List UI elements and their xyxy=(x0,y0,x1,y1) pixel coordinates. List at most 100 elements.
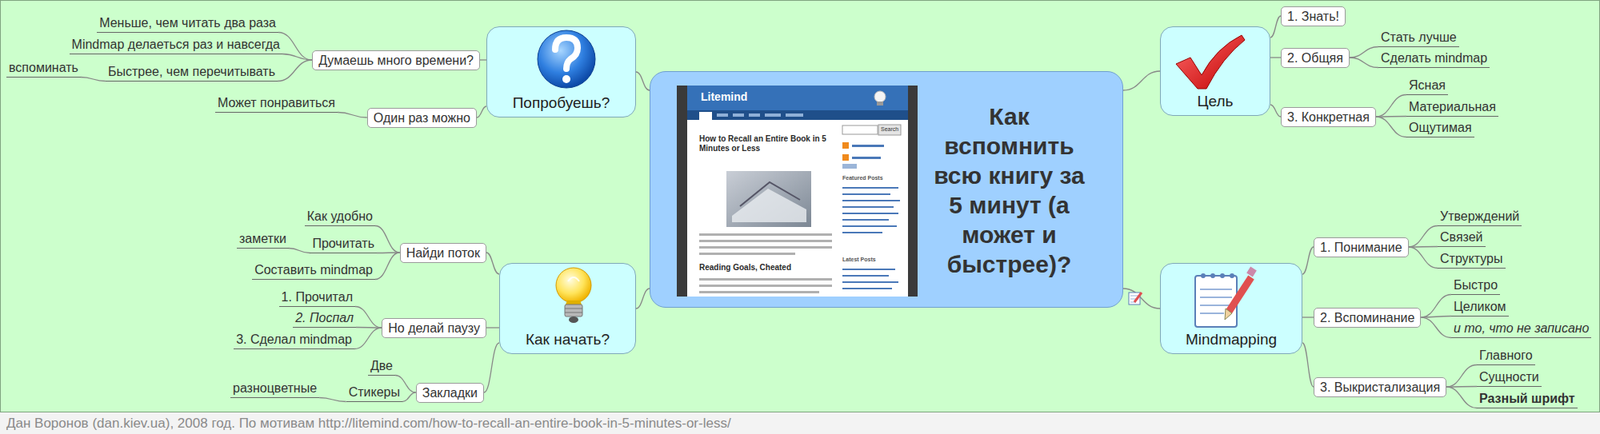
branch-connector xyxy=(636,72,650,91)
leaf-label: Как удобно xyxy=(307,208,373,224)
subtopic-label: 1. Понимание xyxy=(1320,240,1403,256)
branch-connector xyxy=(282,54,312,61)
branch-connector xyxy=(288,248,311,254)
subtopic-box: Найди поток xyxy=(400,243,487,264)
leaf-label: Ощутимая xyxy=(1408,120,1472,136)
branch-connector xyxy=(402,392,416,403)
leaf-label: 3. Сделал mindmap xyxy=(236,332,352,348)
leaf-label: Быстро xyxy=(1453,277,1498,293)
leaf-label: 1. Прочитал xyxy=(281,289,353,305)
leaf-topic: Стать лучше xyxy=(1378,29,1460,48)
branch-connector xyxy=(80,77,106,82)
leaf-label: Утверждений xyxy=(1440,208,1520,224)
branch-topic: Попробуешь? xyxy=(486,26,636,118)
leaf-topic: Быстро xyxy=(1451,277,1500,296)
leaf-topic: Как удобно xyxy=(304,208,376,227)
leaf-topic: Утверждений xyxy=(1437,208,1522,227)
leaf-label: Две xyxy=(370,358,393,374)
leaf-topic: Меньше, чем читать два раза xyxy=(96,15,279,33)
branch-connector xyxy=(278,32,312,61)
leaf-label: Целиком xyxy=(1453,299,1507,315)
sidebar-heading: Featured Posts xyxy=(842,175,884,182)
branch-connector xyxy=(1349,47,1379,59)
bulb-icon xyxy=(556,268,592,324)
leaf-label: Разный шрифт xyxy=(1479,391,1576,407)
branch-connector xyxy=(1408,247,1438,269)
branch-connector xyxy=(337,112,368,119)
branch-connector xyxy=(355,307,382,329)
branch-connector xyxy=(375,226,400,254)
branch-connector xyxy=(480,59,487,60)
branch-connector xyxy=(1376,95,1407,118)
subtopic-label: Думаешь много времени? xyxy=(318,52,474,68)
subtopic-box: 2. Общяя xyxy=(1280,48,1350,68)
branch-label: Как начать? xyxy=(500,331,636,349)
webpage-screenshot xyxy=(676,85,918,297)
leaf-label: вспоминать xyxy=(8,60,79,76)
search-button: Search xyxy=(880,126,899,133)
leaf-topic: Быстрее, чем перечитывать xyxy=(105,64,278,82)
leaf-topic: Материальная xyxy=(1406,99,1499,117)
branch-connector xyxy=(484,343,500,393)
subtopic-label: 3. Конкретная xyxy=(1287,109,1370,125)
leaf-label: Стикеры xyxy=(348,384,400,400)
branch-connector xyxy=(1420,295,1452,319)
branch-connector xyxy=(277,60,312,82)
branch-connector xyxy=(1420,317,1452,339)
branch-connector xyxy=(1302,247,1314,275)
leaf-topic: Сделать mindmap xyxy=(1378,50,1490,68)
leaf-topic: заметки xyxy=(236,231,289,249)
small-note-icon xyxy=(1128,292,1142,305)
leaf-topic: Разный шрифт xyxy=(1476,391,1578,409)
subtopic-box: Думаешь много времени? xyxy=(312,50,480,71)
leaf-label: Составить mindmap xyxy=(254,262,373,278)
leaf-topic: Две xyxy=(368,358,396,376)
branch-topic: Mindmapping xyxy=(1160,263,1303,355)
leaf-label: Ясная xyxy=(1408,77,1446,93)
subtopic-label: 3. Выкристализация xyxy=(1320,380,1440,396)
leaf-label: Mindmap делаеться раз и навсегда xyxy=(72,36,280,52)
article-title: How to Recall an Entire Book in 5 Minute… xyxy=(699,134,834,154)
leaf-topic: Mindmap делаеться раз и навсегда xyxy=(69,36,283,55)
subtopic-box: Закладки xyxy=(416,383,484,404)
branch-connector xyxy=(1408,226,1438,248)
branch-connector xyxy=(375,252,400,280)
leaf-label: Связей xyxy=(1440,229,1484,245)
branch-connector xyxy=(1349,57,1379,68)
branch-connector xyxy=(486,252,500,275)
leaf-topic: Сущности xyxy=(1476,369,1542,388)
site-name: Litemind xyxy=(700,90,748,104)
branch-connector xyxy=(1376,116,1407,138)
leaf-topic: Структуры xyxy=(1437,251,1506,269)
subtopic-box: Один раз можно xyxy=(367,108,477,128)
subtopic-label: Найди поток xyxy=(406,245,480,261)
subtopic-label: 2. Общяя xyxy=(1287,50,1344,66)
branch-connector xyxy=(354,328,382,350)
leaf-label: Структуры xyxy=(1440,251,1504,267)
leaf-topic: разноцветные xyxy=(230,380,320,399)
branch-connector xyxy=(476,106,487,118)
central-title: Как вспомнить всю книгу за 5 минут (а мо… xyxy=(927,101,1092,280)
leaf-topic: 3. Сделал mindmap xyxy=(233,332,355,350)
leaf-topic: Составить mindmap xyxy=(252,262,376,280)
leaf-topic: 2. Поспал xyxy=(292,310,356,328)
sidebar-heading: Latest Posts xyxy=(842,256,876,264)
branch-connector xyxy=(1446,365,1477,388)
leaf-label: разноцветные xyxy=(232,380,317,396)
leaf-topic: и то, что не записано xyxy=(1451,320,1592,339)
branch-topic: Цель xyxy=(1160,26,1271,116)
article-heading: Reading Goals, Cheated xyxy=(699,263,834,273)
branch-topic: Как начать? xyxy=(499,263,636,355)
leaf-topic: Целиком xyxy=(1451,299,1509,317)
leaf-label: Сделать mindmap xyxy=(1380,50,1488,66)
branch-label: Mindmapping xyxy=(1160,331,1302,349)
branch-connector xyxy=(1302,316,1314,318)
subtopic-box: Но делай паузу xyxy=(381,318,487,339)
leaf-label: Меньше, чем читать два раза xyxy=(99,15,276,31)
subtopic-box: 3. Конкретная xyxy=(1280,107,1376,128)
subtopic-label: Один раз можно xyxy=(373,110,471,126)
leaf-label: Главного xyxy=(1479,348,1533,364)
leaf-label: заметки xyxy=(239,231,287,247)
leaf-topic: 1. Прочитал xyxy=(279,289,356,308)
leaf-topic: Стикеры xyxy=(346,384,403,403)
